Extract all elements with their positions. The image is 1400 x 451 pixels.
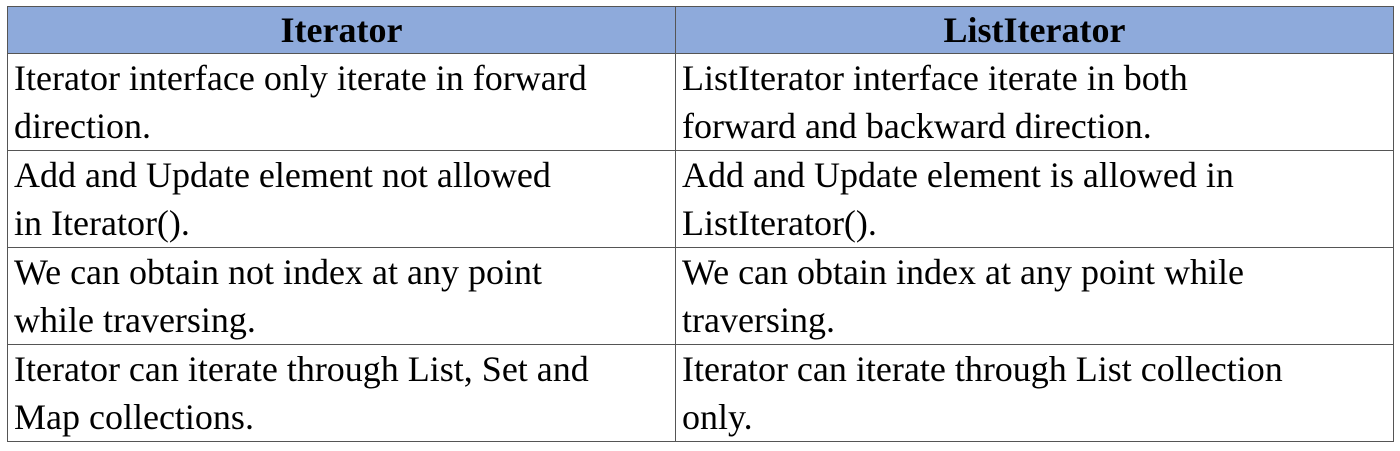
header-row: Iterator ListIterator <box>7 6 1394 54</box>
header-iterator: Iterator <box>7 6 676 54</box>
cell-listiterator-direction: ListIterator interface iterate in both f… <box>675 53 1394 151</box>
cell-listiterator-index: We can obtain index at any point while t… <box>675 247 1394 345</box>
cell-iterator-add-update: Add and Update element not allowed in It… <box>7 150 676 248</box>
header-listiterator: ListIterator <box>675 6 1394 54</box>
cell-iterator-collections: Iterator can iterate through List, Set a… <box>7 344 676 442</box>
cell-iterator-index: We can obtain not index at any point whi… <box>7 247 676 345</box>
cell-iterator-direction: Iterator interface only iterate in forwa… <box>7 53 676 151</box>
cell-listiterator-add-update: Add and Update element is allowed in Lis… <box>675 150 1394 248</box>
table-row: We can obtain not index at any point whi… <box>7 247 1394 345</box>
table-row: Add and Update element not allowed in It… <box>7 150 1394 248</box>
cell-listiterator-collections: Iterator can iterate through List collec… <box>675 344 1394 442</box>
comparison-table-container: Iterator ListIterator Iterator interface… <box>7 6 1394 442</box>
comparison-table: Iterator ListIterator Iterator interface… <box>7 6 1394 442</box>
table-row: Iterator interface only iterate in forwa… <box>7 53 1394 151</box>
table-row: Iterator can iterate through List, Set a… <box>7 344 1394 442</box>
